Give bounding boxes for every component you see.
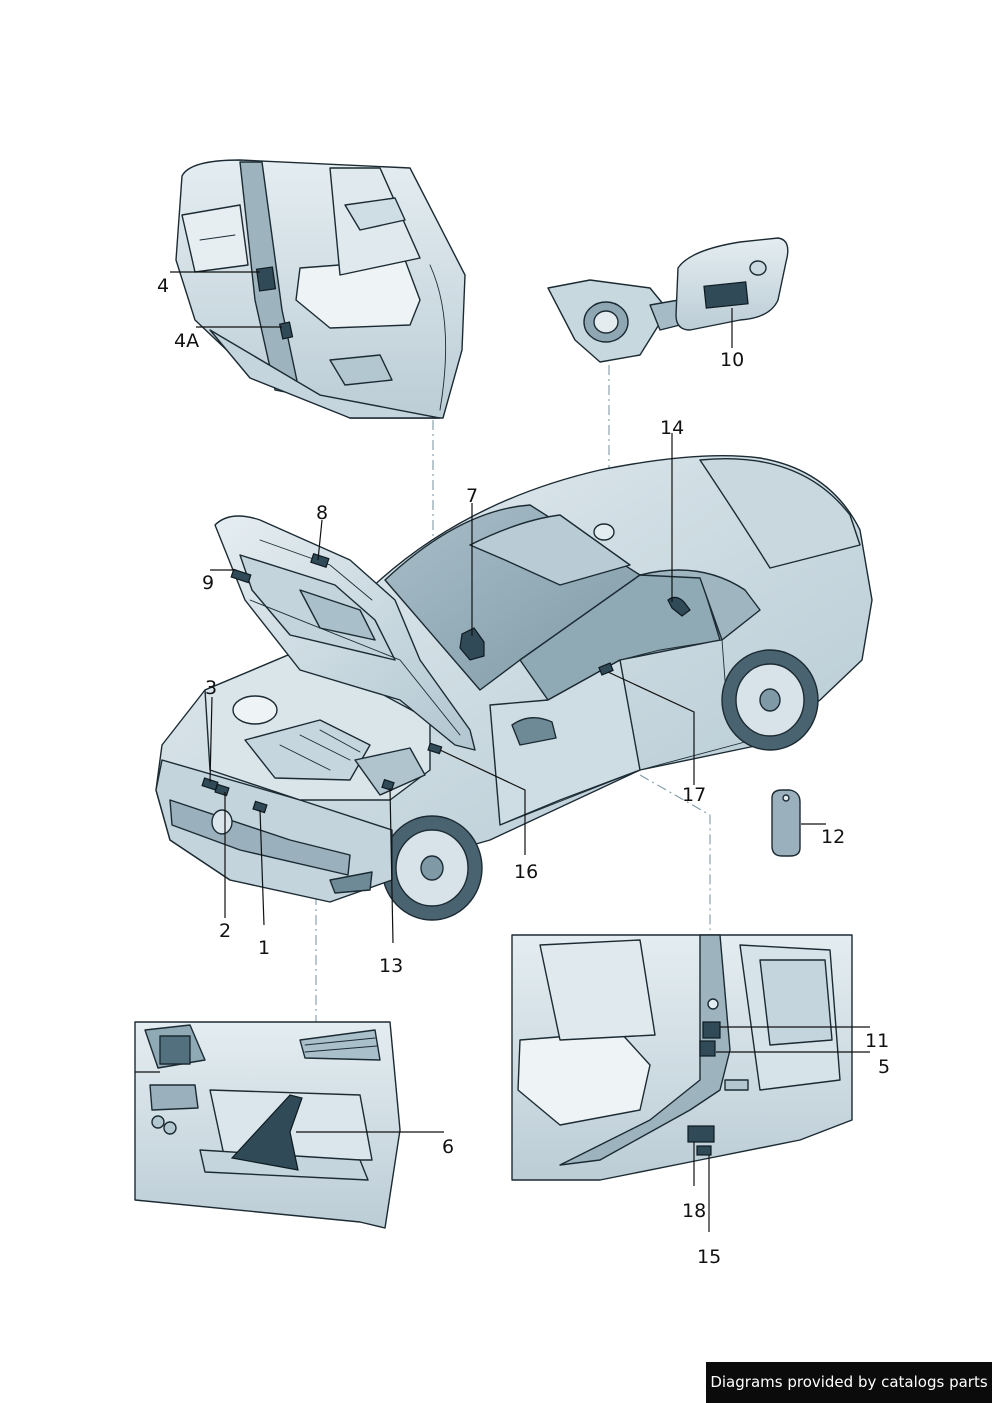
inset-glovebox: [134, 1021, 401, 1229]
callout-10: 10: [720, 349, 744, 371]
open-bonnet: [214, 515, 476, 751]
callout-2: 2: [219, 920, 231, 942]
callout-3: 3: [205, 677, 217, 699]
inset-door-pillar-rear: [511, 934, 853, 1181]
callout-14: 14: [660, 417, 684, 439]
callout-8: 8: [316, 502, 328, 524]
callout-16: 16: [514, 861, 538, 883]
callout-4: 4: [157, 275, 169, 297]
part-labels: [201, 552, 691, 814]
callout-17: 17: [682, 784, 706, 806]
callout-18: 18: [682, 1200, 706, 1222]
callout-7: 7: [466, 485, 478, 507]
callout-6: 6: [442, 1136, 454, 1158]
callout-9: 9: [202, 572, 214, 594]
part-12-tag: [771, 789, 801, 857]
car-body: [155, 455, 873, 921]
credit-banner: Diagrams provided by catalogs parts: [706, 1362, 992, 1403]
leader-lines: [135, 271, 870, 1232]
callout-11: 11: [865, 1030, 889, 1052]
callout-15: 15: [697, 1246, 721, 1268]
callout-13: 13: [379, 955, 403, 977]
callout-12: 12: [821, 826, 845, 848]
callout-5: 5: [878, 1056, 890, 1078]
inset-fuel-flap: [547, 237, 789, 363]
callout-1: 1: [258, 937, 270, 959]
callout-numbers: 4 4A 10 14 7 8 9 3 17 12 16 2 1 13 11 5 …: [157, 275, 890, 1268]
inset-door-pillar-front: [175, 159, 466, 419]
callout-4a: 4A: [174, 330, 199, 352]
